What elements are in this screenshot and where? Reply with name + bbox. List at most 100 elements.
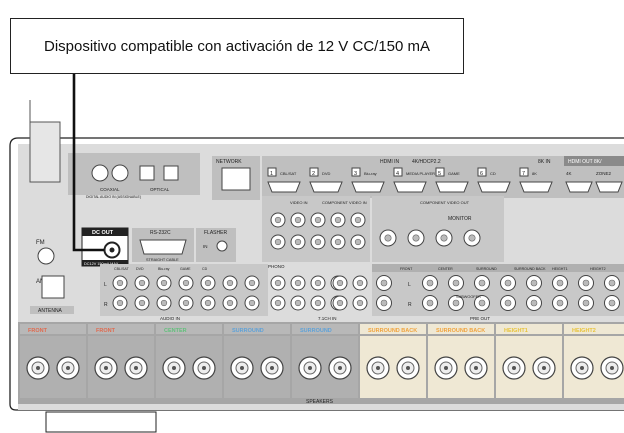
speaker-terminal-pin-6-1 [376,366,380,370]
audio-in-label: AUDIO IN [160,316,180,321]
audio-in-jack-r2-c1-center [116,299,124,307]
speaker-header-7: SURROUND BACK [436,328,485,334]
hdmi-port-4 [393,181,427,193]
audio-in-jack-r1-c1-center [116,279,124,287]
analog-jack-r1-c1-center [274,279,282,287]
hdmi-out-label: HDMI OUT 8K/ [568,159,602,165]
pre-out-label: PRE OUT [470,316,490,321]
component-out-bg [372,196,504,262]
audio-in-source-2: DVD [136,267,144,271]
hdmi-port-label-6: CD [490,171,496,176]
analog-jack-r2-c1-center [274,299,282,307]
speaker-header-1: FRONT [28,328,48,334]
speaker-terminal-pin-1-2 [66,366,70,370]
phono-label: PHONO [268,264,285,269]
hdmi-out-port-1 [565,181,593,193]
speaker-terminal-pin-5-1 [308,366,312,370]
hdmi-number-6 [477,167,487,177]
am-label: AM [36,279,45,285]
audio-in-jack-r1-c7-center [248,279,256,287]
speaker-header-8: HEIGHT1 [504,328,528,334]
analog-jack-r1-c2-center [294,279,302,287]
speaker-terminal-pin-9-2 [610,366,614,370]
pre-out-side-R: R [408,302,412,308]
pre-out-header-1: FRONT [400,267,413,271]
video-jack-r1-c1-center [274,216,282,224]
pre-out-jack-r1-c3-center [452,279,460,287]
hdmi-port-label-5: GAME [448,171,460,176]
speaker-header-6: SURROUND BACK [368,328,417,334]
speaker-terminal-pin-7-2 [474,366,478,370]
audio-in-jack-r1-c6-center [226,279,234,287]
speaker-terminal-pin-9-1 [580,366,584,370]
pre-out-jack-r2-c4-center [478,299,486,307]
coaxial-jack-2 [111,164,129,182]
bottom-tab [45,411,157,433]
digital-audio-section: COAXIAL OPTICAL DIGITAL AUDIO IN (ASSIGN… [68,153,200,199]
pre-out-jack-r2-c9-center [608,299,616,307]
hdmi-port-6 [477,181,511,193]
speaker-header-bg-6 [360,324,426,334]
pre-out-jack-r2-c6-center [530,299,538,307]
speaker-terminal-pin-4-2 [270,366,274,370]
hdmi-8k-in-label: 8K IN [538,159,551,165]
dc-out-label: DC OUT [92,230,114,236]
hdmi-port-label-4: MEDIA PLAYER [406,171,435,176]
optical-port-2 [163,165,179,181]
audio-in-jack-r1-c4-center [182,279,190,287]
hdmi-port-label-3: Blu-ray [364,171,377,176]
multich-jack-r1-c1-center [336,279,344,287]
rs232c-label: RS-232C [150,230,171,236]
hdmi-number-text-5: 5 [438,171,441,177]
audio-in-jack-r2-c6-center [226,299,234,307]
pre-out-jack-r1-c9-center [608,279,616,287]
speaker-terminal-pin-1-1 [36,366,40,370]
flasher-jack [216,240,228,252]
pre-out-jack-r2-c3-center [452,299,460,307]
hdmi-port-5 [435,181,469,193]
speaker-header-bg-8 [496,324,562,334]
digital-audio-bg [68,153,200,195]
hdmi-number-text-2: 2 [312,171,315,177]
pre-out-jack-r2-c1-center [380,299,388,307]
hdmi-number-3 [351,167,361,177]
hdmi-number-text-6: 6 [480,171,483,177]
audio-in-side-L: L [104,282,107,288]
optical-label: OPTICAL [150,187,170,192]
audio-in-source-4: GAME [180,267,191,271]
hdmi-in-label: HDMI IN [380,159,400,165]
speaker-terminal-pin-6-2 [406,366,410,370]
component-video-out-label: COMPONENT VIDEO OUT [420,200,470,205]
pre-out-jack-r2-c8-center [582,299,590,307]
speaker-terminal-pin-3-2 [202,366,206,370]
hdmi-port-3 [351,181,385,193]
pre-out-header-3: SURROUND [476,267,497,271]
dc-out-jack-center [109,247,115,253]
antenna-label: ANTENNA [38,308,63,314]
speaker-terminal-pin-4-1 [240,366,244,370]
speaker-header-bg-5 [292,324,358,334]
speaker-terminal-pin-8-2 [542,366,546,370]
network-label: NETWORK [216,159,242,165]
digital-audio-in-label: DIGITAL AUDIO IN (ASSIGNABLE) [86,195,141,199]
hdmi-in-spec-label: 4K/HDCP2.2 [412,159,441,165]
speaker-header-3: CENTER [164,328,187,334]
receiver-outline [9,137,624,411]
analog-jack-r2-c3-center [314,299,322,307]
audio-in-jack-r1-c2-center [138,279,146,287]
hdmi-port-label-2: DVD [322,171,331,176]
pre-out-header-6: HEIGHT2 [590,267,606,271]
hdmi-number-7 [519,167,529,177]
speaker-header-2: FRONT [96,328,116,334]
speaker-terminal-pin-7-1 [444,366,448,370]
hdmi-port-1 [267,181,301,193]
straight-cable-label: STRAIGHT CABLE [146,258,179,262]
pre-out-jack-r1-c2-center [426,279,434,287]
